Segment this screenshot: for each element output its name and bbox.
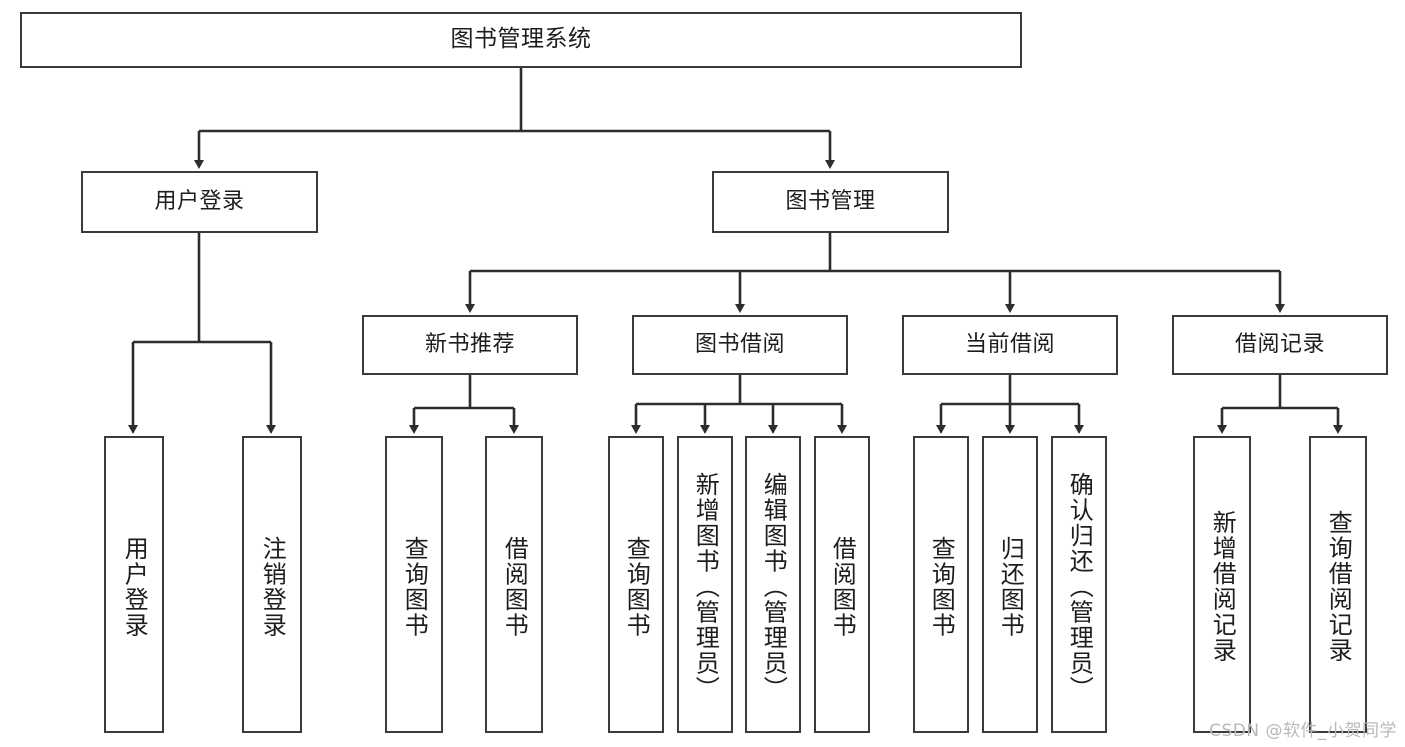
node-label: 图书借阅 (694, 331, 785, 357)
leaf-book-borrow-query[interactable]: 查询图书 (608, 436, 664, 733)
node-label: 新书推荐 (424, 331, 515, 357)
node-label: 注销登录 (258, 535, 287, 638)
leaf-borrow-record-query[interactable]: 查询借阅记录 (1309, 436, 1367, 733)
leaf-current-borrow-return[interactable]: 归还图书 (982, 436, 1038, 733)
leaf-new-book-query[interactable]: 查询图书 (385, 436, 443, 733)
leaf-new-book-borrow[interactable]: 借阅图书 (485, 436, 543, 733)
node-label: 用户登录 (120, 535, 149, 638)
node-label: 新增图书（管理员） (691, 471, 720, 702)
node-label: 图书管理系统 (450, 26, 592, 53)
node-label: 查询借阅记录 (1324, 510, 1353, 663)
leaf-user-login-signout[interactable]: 注销登录 (242, 436, 302, 733)
leaf-current-borrow-confirm[interactable]: 确认归还（管理员） (1051, 436, 1107, 733)
node-root-system[interactable]: 图书管理系统 (20, 12, 1022, 68)
node-label: 确认归还（管理员） (1065, 471, 1094, 702)
node-user-login[interactable]: 用户登录 (81, 171, 318, 233)
node-label: 借阅图书 (500, 535, 529, 638)
watermark-text: CSDN @软件_小贺同学 (1209, 721, 1397, 741)
leaf-borrow-record-add[interactable]: 新增借阅记录 (1193, 436, 1251, 733)
leaf-user-login-signin[interactable]: 用户登录 (104, 436, 164, 733)
node-label: 当前借阅 (964, 331, 1055, 357)
node-label: 借阅记录 (1234, 331, 1325, 357)
node-new-book-recommend[interactable]: 新书推荐 (362, 315, 578, 375)
node-label: 编辑图书（管理员） (759, 471, 788, 702)
node-current-borrow[interactable]: 当前借阅 (902, 315, 1118, 375)
node-label: 查询图书 (400, 535, 429, 638)
node-label: 新增借阅记录 (1208, 510, 1237, 663)
node-label: 借阅图书 (828, 535, 857, 638)
node-book-management[interactable]: 图书管理 (712, 171, 949, 233)
node-label: 查询图书 (927, 535, 956, 638)
node-label: 查询图书 (622, 535, 651, 638)
leaf-book-borrow-add[interactable]: 新增图书（管理员） (677, 436, 733, 733)
leaf-book-borrow-lend[interactable]: 借阅图书 (814, 436, 870, 733)
leaf-current-borrow-query[interactable]: 查询图书 (913, 436, 969, 733)
node-label: 图书管理 (785, 188, 876, 214)
node-book-borrow[interactable]: 图书借阅 (632, 315, 848, 375)
node-label: 归还图书 (996, 535, 1025, 638)
node-borrow-record[interactable]: 借阅记录 (1172, 315, 1388, 375)
leaf-book-borrow-edit[interactable]: 编辑图书（管理员） (745, 436, 801, 733)
node-label: 用户登录 (154, 188, 245, 214)
